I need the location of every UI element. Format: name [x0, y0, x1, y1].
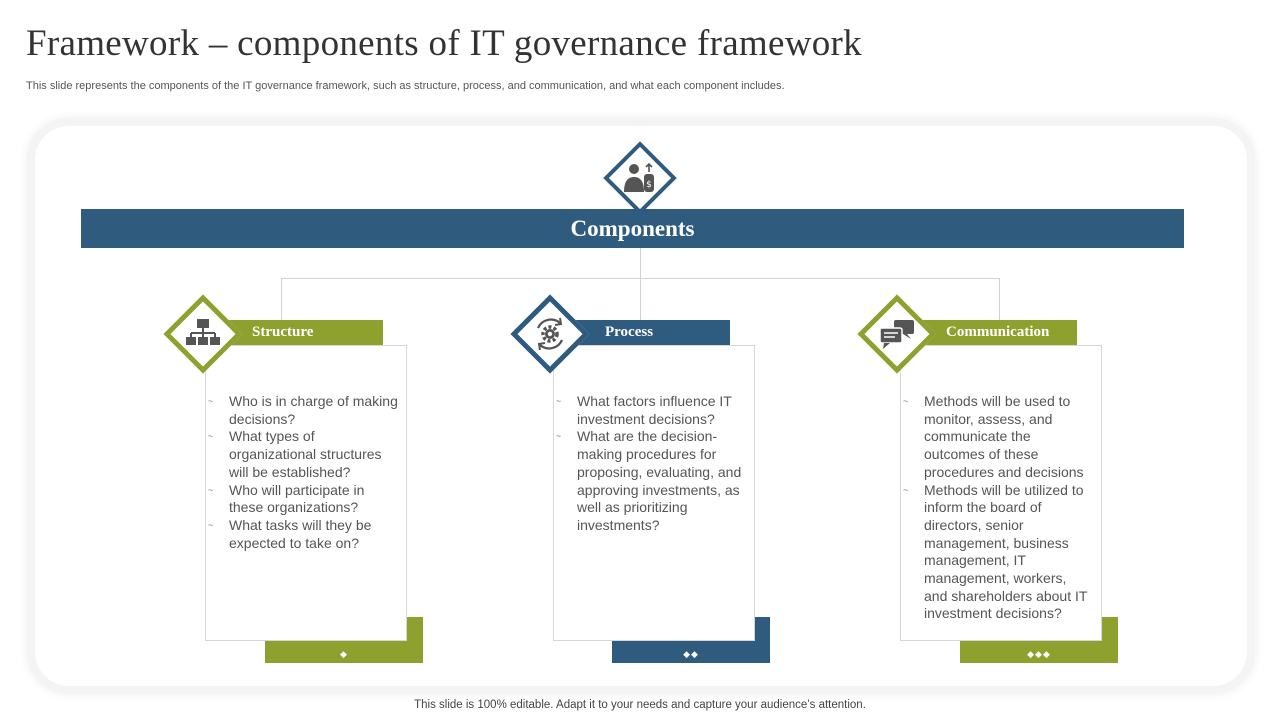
tab-structure-label: Structure: [252, 324, 314, 340]
connector-vertical-center: [640, 248, 641, 320]
structure-card: Who is in charge of making decisions? Wh…: [205, 345, 407, 641]
communication-dots: ◆◆◆: [1027, 649, 1051, 659]
process-dots: ◆◆: [683, 649, 699, 659]
connector-vertical-right: [999, 278, 1000, 320]
list-item: What are the decision-making procedures …: [554, 428, 746, 534]
page-subtitle: This slide represents the components of …: [26, 80, 785, 92]
list-item: Methods will be utilized to inform the b…: [901, 482, 1093, 624]
footer-note: This slide is 100% editable. Adapt it to…: [414, 699, 866, 711]
tab-process: Process: [563, 320, 730, 345]
process-list: What factors influence IT investment dec…: [554, 393, 746, 535]
structure-list: Who is in charge of making decisions? Wh…: [206, 393, 398, 552]
list-item: What types of organizational structures …: [206, 428, 398, 481]
tab-communication-label: Communication: [946, 324, 1050, 340]
gear-cycle-icon: [536, 317, 564, 351]
list-item: Who will participate in these organizati…: [206, 482, 398, 517]
svg-text:$: $: [646, 180, 652, 190]
list-item: What factors influence IT investment dec…: [554, 393, 746, 428]
communication-card: Methods will be used to monitor, assess,…: [900, 345, 1102, 641]
connector-horizontal: [281, 278, 1000, 279]
list-item: Who is in charge of making decisions?: [206, 393, 398, 428]
process-card: What factors influence IT investment dec…: [553, 345, 755, 641]
components-banner: Components: [81, 209, 1184, 248]
tab-communication: Communication: [910, 320, 1077, 345]
tab-structure: Structure: [216, 320, 383, 345]
connector-vertical-left: [281, 278, 282, 320]
list-item: What tasks will they be expected to take…: [206, 517, 398, 552]
communication-list: Methods will be used to monitor, assess,…: [901, 393, 1093, 623]
chat-bubbles-icon: [879, 320, 914, 349]
structure-dots: ◆: [340, 649, 348, 659]
person-money-icon: $: [624, 162, 654, 192]
list-item: Methods will be used to monitor, assess,…: [901, 393, 1093, 482]
tab-process-label: Process: [605, 324, 654, 340]
page-title: Framework – components of IT governance …: [26, 23, 862, 64]
org-chart-icon: [186, 319, 220, 345]
